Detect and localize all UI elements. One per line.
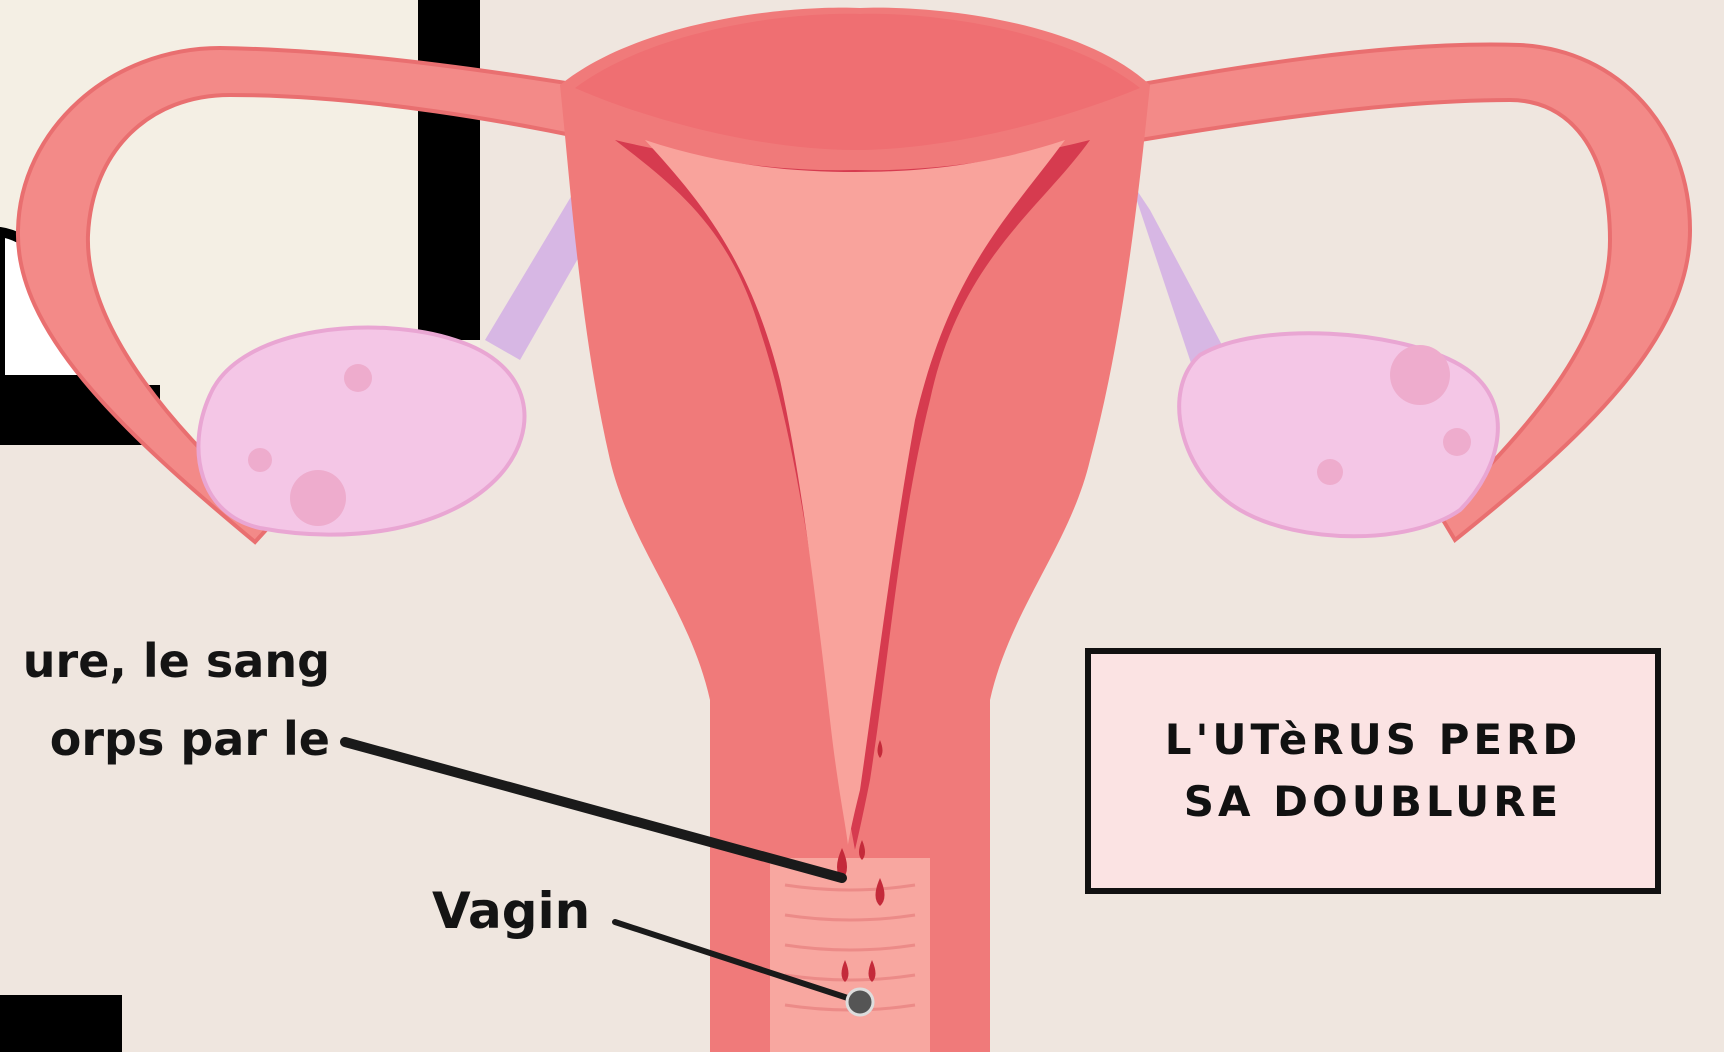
leader-dot-vagin [847, 989, 873, 1015]
left-ovary-follicle-large [290, 470, 346, 526]
callout-box: L'UTèRUS PERD SA DOUBLURE [1085, 648, 1661, 894]
label-vagin: Vagin [432, 882, 590, 940]
description-line-2: orps par le [0, 700, 330, 778]
description-text: ure, le sang orps par le [0, 622, 330, 778]
left-ovary-follicle-small [344, 364, 372, 392]
black-frame-vertical [418, 0, 480, 340]
callout-text: L'UTèRUS PERD SA DOUBLURE [1091, 709, 1655, 833]
left-ovary-follicle-tiny [248, 448, 272, 472]
description-line-1: ure, le sang [0, 622, 330, 700]
right-ovary-follicle-tiny [1317, 459, 1343, 485]
left-ovary [198, 328, 524, 535]
right-ovary-follicle-small [1443, 428, 1471, 456]
right-ovary-follicle-large [1390, 345, 1450, 405]
black-block-bottom [0, 995, 122, 1052]
